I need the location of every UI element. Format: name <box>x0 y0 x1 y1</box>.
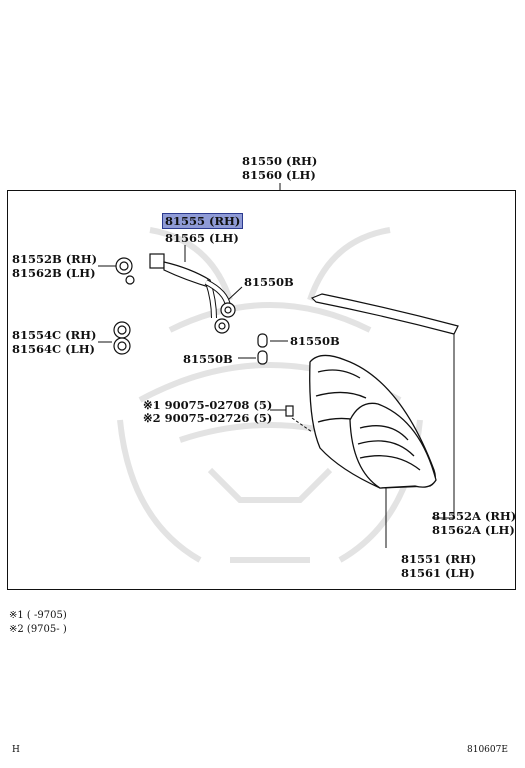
footer-left: H <box>12 745 20 755</box>
leader-lines <box>98 183 455 548</box>
socket-81552b <box>115 257 135 285</box>
label-81562b-lh: 81562B (LH) <box>12 266 96 280</box>
label-81562a-lh: 81562A (LH) <box>432 523 515 537</box>
footer-code: 810607E <box>467 745 508 755</box>
bulbs <box>257 333 268 365</box>
label-81555-rh[interactable]: 81555 (RH) <box>162 213 244 229</box>
wire-harness <box>149 253 236 334</box>
label-81551-rh: 81551 (RH) <box>401 552 477 566</box>
lamp-lens <box>349 402 437 489</box>
label-screw-2: ※2 90075-02726 (5) <box>143 411 273 425</box>
label-81552a-rh: 81552A (RH) <box>432 509 517 523</box>
diagram-frame <box>7 190 516 590</box>
note-1: ※1 ( -9705) <box>9 610 67 621</box>
label-screw-1: ※1 90075-02708 (5) <box>143 398 273 412</box>
label-81550b-mid: 81550B <box>290 334 340 348</box>
label-81550-rh: 81550 (RH) <box>242 154 318 168</box>
label-81554c-rh: 81554C (RH) <box>12 328 97 342</box>
label-81550b-top: 81550B <box>244 275 294 289</box>
label-81552b-rh: 81552B (RH) <box>12 252 98 266</box>
label-81561-lh: 81561 (LH) <box>401 566 475 580</box>
note-2: ※2 (9705- ) <box>9 624 67 635</box>
label-81550b-low: 81550B <box>183 352 233 366</box>
label-81565-lh: 81565 (LH) <box>165 231 239 245</box>
label-81560-lh: 81560 (LH) <box>242 168 316 182</box>
label-81564c-lh: 81564C (LH) <box>12 342 95 356</box>
gasket-strip-81552a <box>310 293 459 335</box>
gasket-81554c <box>113 321 131 355</box>
screw <box>285 405 294 417</box>
